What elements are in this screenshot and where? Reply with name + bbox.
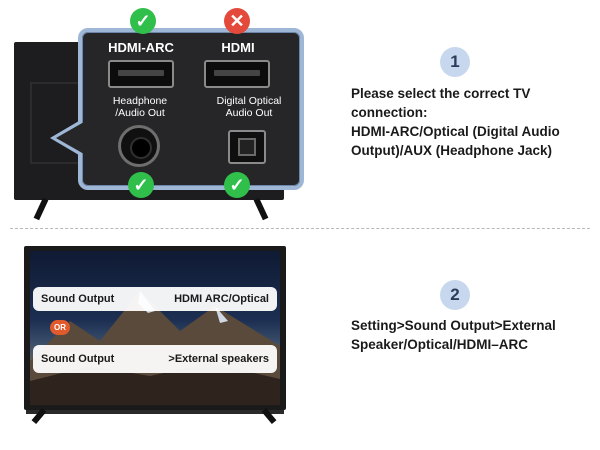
menu-row-external[interactable]: Sound Output >External speakers	[33, 345, 277, 373]
tv-screen	[30, 251, 280, 405]
tv-leg-left	[33, 197, 49, 221]
menu-row-value: HDMI ARC/Optical	[174, 293, 269, 305]
cross-icon: ✕	[224, 8, 250, 34]
step-1-line: connection:	[351, 105, 428, 120]
optical-port-icon	[228, 130, 266, 164]
tv-stand	[26, 410, 284, 414]
check-icon: ✓	[130, 8, 156, 34]
or-badge: OR	[50, 320, 70, 335]
check-icon: ✓	[128, 172, 154, 198]
step-2-badge: 2	[440, 280, 470, 310]
step-1-line: Please select the correct TV	[351, 86, 531, 101]
check-icon: ✓	[224, 172, 250, 198]
menu-row-hdmi[interactable]: Sound Output HDMI ARC/Optical	[33, 287, 277, 311]
menu-row-label: Sound Output	[41, 353, 115, 365]
step-1-text: Please select the correct TV connection:…	[351, 84, 596, 160]
optical-label: Digital Optical Audio Out	[216, 95, 282, 119]
menu-row-value: >External speakers	[168, 353, 269, 365]
ports-callout	[78, 28, 304, 190]
menu-row-label: Sound Output	[41, 293, 115, 305]
step-1-line: HDMI-ARC/Optical (Digital Audio	[351, 124, 560, 139]
callout-pointer-inner	[56, 122, 84, 154]
headphone-jack-icon	[118, 125, 160, 167]
hdmi-label: HDMI	[221, 40, 255, 55]
step-1-badge: 1	[440, 47, 470, 77]
hdmi-arc-label: HDMI-ARC	[108, 40, 174, 55]
headphone-label: Headphone /Audio Out	[112, 95, 168, 119]
step-2-text: Setting>Sound Output>External Speaker/Op…	[351, 316, 596, 354]
step-2-line: Speaker/Optical/HDMI–ARC	[351, 337, 529, 352]
tv-leg-right	[253, 197, 269, 221]
hdmi-arc-port-icon	[108, 60, 174, 88]
step-2-line: Setting>Sound Output>External	[351, 318, 556, 333]
hdmi-port-icon	[204, 60, 270, 88]
step-1-line: Output)/AUX (Headphone Jack)	[351, 143, 553, 158]
section-divider	[10, 228, 590, 229]
